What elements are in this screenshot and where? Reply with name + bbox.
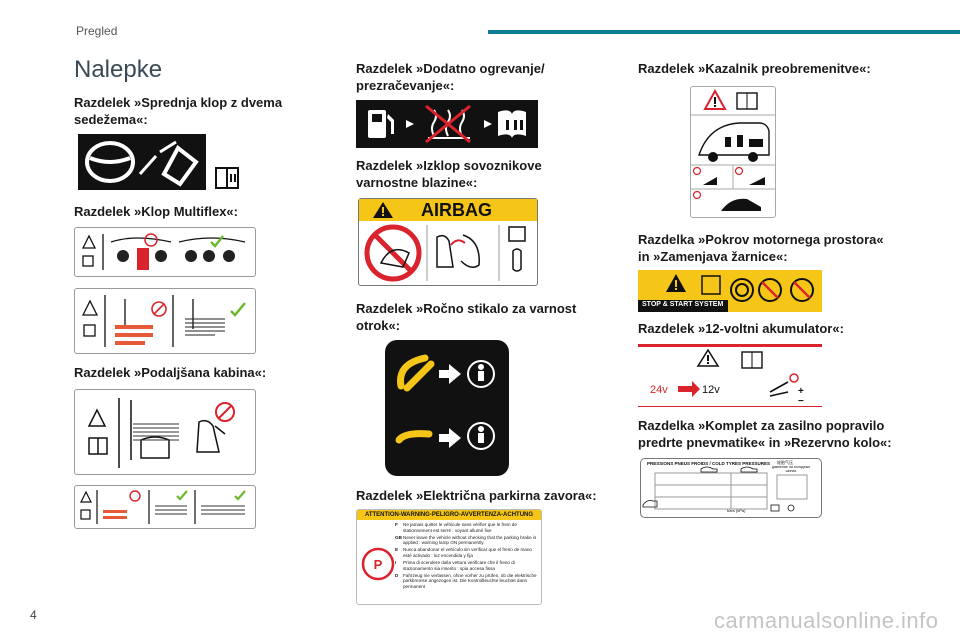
section-label: Pregled bbox=[76, 24, 118, 38]
watermark: carmanualsonline.info bbox=[714, 608, 939, 633]
parking-brake-label: ATTENTION-WARNING-PELIGRO-AVVERTENZA-ACH… bbox=[356, 509, 542, 605]
tyre-pressure-pictogram bbox=[642, 466, 808, 512]
header-accent-bar bbox=[488, 30, 960, 34]
airbag-pictogram bbox=[364, 224, 526, 282]
extended-cab-pictogram-2 bbox=[80, 490, 246, 524]
overload-label bbox=[690, 86, 776, 218]
airbag-label: AIRBAG bbox=[358, 198, 538, 286]
heading-parking-brake: Razdelek »Električna parkirna zavora«: bbox=[356, 488, 597, 503]
additional-heating-label bbox=[356, 100, 538, 148]
brake-warning-header: ATTENTION-WARNING-PELIGRO-AVVERTENZA-ACH… bbox=[357, 510, 541, 520]
tyre-header: PRESSIONS PNEUS FROIDS / COLD TYRES PRES… bbox=[647, 461, 771, 466]
heading-tyre-kit: Razdelka »Komplet za zasilno popravilo p… bbox=[638, 418, 892, 450]
heading-child-switch: Razdelek »Ročno stikalo za varnost otrok… bbox=[356, 301, 577, 333]
tyre-units: bars (kPa) bbox=[727, 508, 746, 513]
extended-cab-label-2 bbox=[74, 485, 256, 529]
battery-12v: 12v bbox=[702, 384, 720, 396]
tyre-cn: 轮胎气压 bbox=[777, 460, 793, 465]
svg-text:P: P bbox=[374, 557, 383, 572]
engine-cover-label: STOP & START SYSTEM bbox=[638, 270, 822, 312]
front-bench-pictogram bbox=[78, 134, 239, 190]
battery-24v: 24v bbox=[650, 384, 668, 396]
front-bench-label bbox=[78, 134, 246, 192]
stop-start-text: STOP & START SYSTEM bbox=[642, 301, 724, 308]
parking-brake-icon: P bbox=[361, 547, 395, 581]
svg-text:+: + bbox=[798, 386, 804, 397]
battery-pictogram: + − bbox=[678, 348, 804, 406]
heading-additional-heating: Razdelek »Dodatno ogrevanje/ prezračevan… bbox=[356, 61, 545, 93]
multiflex-label-1 bbox=[74, 227, 256, 277]
engine-cover-pictogram bbox=[638, 274, 814, 312]
heading-battery: Razdelek »12-voltni akumulator«: bbox=[638, 321, 844, 336]
additional-heating-pictogram bbox=[368, 104, 526, 144]
heading-airbag-off: Razdelek »Izklop sovoznikove varnostne b… bbox=[356, 158, 542, 190]
svg-text:−: − bbox=[798, 396, 804, 406]
warning-triangle-icon bbox=[373, 202, 393, 218]
tyre-ru: давление на холодных шинах bbox=[771, 465, 811, 473]
multiflex-pictogram-1 bbox=[81, 233, 246, 270]
child-switch-label bbox=[385, 340, 509, 476]
page-title: Nalepke bbox=[74, 56, 163, 83]
multiflex-label-2 bbox=[74, 288, 256, 354]
heading-multiflex: Razdelek »Klop Multiflex«: bbox=[74, 204, 238, 219]
heading-front-bench: Razdelek »Sprednja klop z dvema sedežema… bbox=[74, 95, 283, 127]
extended-cab-pictogram-1 bbox=[87, 398, 235, 468]
heading-overload: Razdelek »Kazalnik preobremenitve«: bbox=[638, 61, 871, 76]
tyre-pressure-label: PRESSIONS PNEUS FROIDS / COLD TYRES PRES… bbox=[640, 458, 822, 518]
airbag-label-header: AIRBAG bbox=[359, 199, 537, 221]
heading-engine-cover: Razdelka »Pokrov motornega prostora« in … bbox=[638, 232, 884, 264]
airbag-word: AIRBAG bbox=[421, 200, 492, 220]
overload-pictogram bbox=[691, 88, 775, 211]
heading-extended-cab: Razdelek »Podaljšana kabina«: bbox=[74, 365, 267, 380]
page-number: 4 bbox=[30, 608, 37, 622]
child-switch-pictogram bbox=[395, 354, 495, 450]
battery-label: + − 24v 12v bbox=[638, 344, 822, 407]
extended-cab-label-1 bbox=[74, 389, 256, 475]
multiflex-pictogram-2 bbox=[81, 295, 246, 347]
